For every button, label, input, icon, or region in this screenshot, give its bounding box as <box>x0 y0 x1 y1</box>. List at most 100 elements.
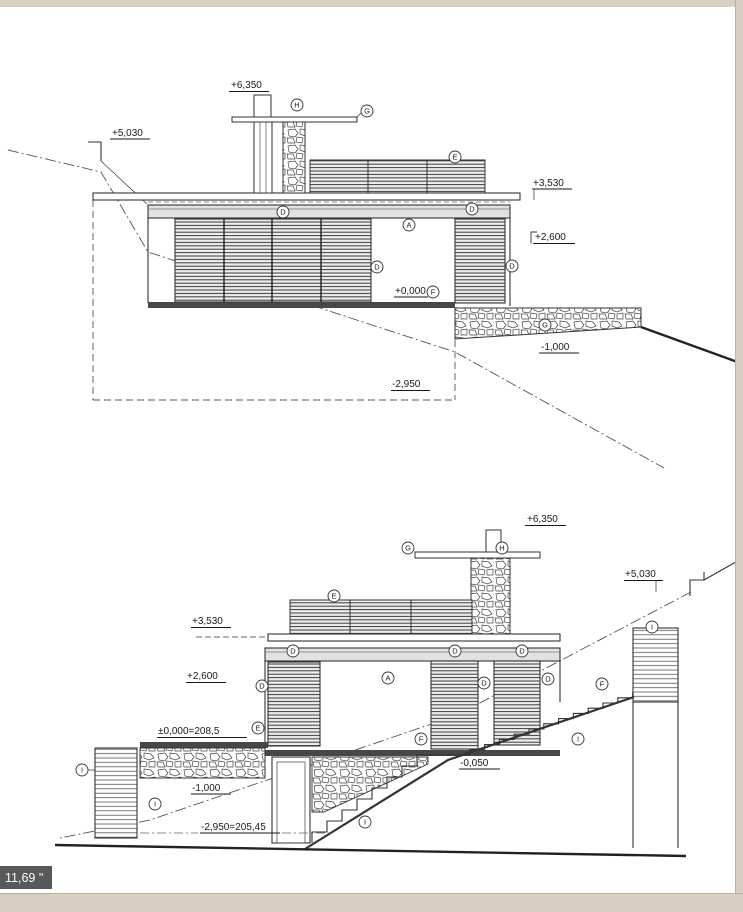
marker-d: D <box>448 644 462 658</box>
level-top-0000: +0,000 <box>394 286 428 298</box>
level-bot-m0050: -0,050 <box>459 758 500 770</box>
level-bot-3530: +3,530 <box>191 616 231 628</box>
marker-letter: D <box>509 262 515 271</box>
ground-line <box>54 843 687 858</box>
level-top-m2950: -2,950 <box>391 379 430 391</box>
chimney-stone-2 <box>470 557 511 635</box>
level-bot-6350: +6,350 <box>525 514 566 526</box>
roof-parapet-louvers-2 <box>289 599 473 635</box>
level-text: -1,000 <box>192 783 221 794</box>
floor-slab <box>148 302 455 308</box>
marker-i: I <box>358 815 372 829</box>
marker-letter: F <box>600 680 605 689</box>
level-text: -1,000 <box>541 342 570 353</box>
marker-letter: I <box>81 766 83 775</box>
paper-width-badge: 11,69 " <box>0 866 52 889</box>
level-text: -0,050 <box>460 758 489 769</box>
marker-letter: G <box>364 107 370 116</box>
fascia-band-2 <box>264 647 561 662</box>
chimney-cap-2 <box>414 551 541 559</box>
left-terrace <box>139 742 268 779</box>
stairs-lower-flight <box>311 754 432 843</box>
entrance-door <box>271 756 311 844</box>
marker-letter: D <box>469 205 475 214</box>
marker-letter: G <box>405 544 411 553</box>
terrain-heavy-right <box>640 325 743 366</box>
level-text: +5,030 <box>112 128 143 139</box>
level-text: ±0,000=208,5 <box>158 726 220 737</box>
level-text: +3,530 <box>192 616 223 627</box>
marker-f: F <box>414 732 428 746</box>
stair-stringer <box>304 695 635 850</box>
marker-letter: F <box>431 288 436 297</box>
stair-tower <box>632 627 679 848</box>
stairs <box>304 692 635 850</box>
level-bot-m1000: -1,000 <box>191 783 231 795</box>
window-louvers-p2 <box>430 660 479 750</box>
terrace-slab <box>140 742 268 748</box>
marker-letter: G <box>542 321 548 330</box>
marker-g: G <box>538 318 552 332</box>
window-louvers-main <box>174 218 372 303</box>
marker-d: D <box>465 202 479 216</box>
level-top-5030: +5,030 <box>110 128 150 140</box>
basement-outline <box>92 200 456 401</box>
window-louvers-right <box>454 218 506 304</box>
marker-letter: E <box>331 592 336 601</box>
viewer-background-top <box>0 0 743 7</box>
marker-letter: E <box>452 153 457 162</box>
marker-d: D <box>276 205 290 219</box>
paper-width-label: 11,69 " <box>5 870 44 885</box>
marker-letter: A <box>385 674 390 683</box>
marker-letter: I <box>364 818 366 827</box>
level-bot-0000: ±0,000=208,5 <box>157 726 247 738</box>
marker-d: D <box>515 644 529 658</box>
marker-e: E <box>251 721 265 735</box>
viewer-background-bottom <box>0 893 743 912</box>
marker-e: E <box>327 589 341 603</box>
chimney-cap <box>231 116 358 123</box>
marker-letter: H <box>499 544 504 553</box>
level-text: +3,530 <box>533 178 564 189</box>
marker-letter: D <box>452 647 458 656</box>
terrain-line <box>7 149 665 469</box>
level-bot-5030: +5,030 <box>624 569 663 592</box>
level-top-3530: +3,530 <box>532 178 572 200</box>
marker-d: D <box>541 672 555 686</box>
marker-letter: I <box>651 623 653 632</box>
terrain-step-right <box>689 572 705 596</box>
level-text: +0,000 <box>395 286 426 297</box>
marker-e: E <box>448 150 462 164</box>
marker-g: G <box>360 104 374 118</box>
level-bot-m2950: -2,950=205,45 <box>200 822 280 834</box>
marker-d: D <box>505 259 519 273</box>
roof-slab <box>92 192 521 201</box>
marker-letter: D <box>545 675 551 684</box>
marker-letter: H <box>294 101 299 110</box>
marker-letter: F <box>419 735 424 744</box>
marker-d: D <box>477 676 491 690</box>
level-text: +5,030 <box>625 569 656 580</box>
terrace-stone <box>139 747 266 779</box>
marker-i: I <box>571 732 585 746</box>
marker-i: I <box>645 620 659 634</box>
bottom-elevation: G H E I D D D A D D D F E F I I I I +6,3… <box>54 514 743 858</box>
fascia-band <box>147 204 511 219</box>
marker-letter: D <box>259 682 265 691</box>
viewer-background-right <box>735 0 743 912</box>
level-text: +6,350 <box>231 80 262 91</box>
level-text: +2,600 <box>187 671 218 682</box>
marker-i: I <box>75 763 89 777</box>
stairs-upper-flight <box>455 692 634 756</box>
level-bot-2600: +2,600 <box>186 671 226 683</box>
marker-letter: D <box>374 263 380 272</box>
marker-letter: E <box>255 724 260 733</box>
level-top-2600: +2,600 <box>530 231 575 244</box>
marker-f: F <box>426 285 440 299</box>
level-text: +6,350 <box>527 514 558 525</box>
marker-letter: I <box>154 800 156 809</box>
marker-letter: D <box>481 679 487 688</box>
level-text: -2,950=205,45 <box>201 822 266 833</box>
